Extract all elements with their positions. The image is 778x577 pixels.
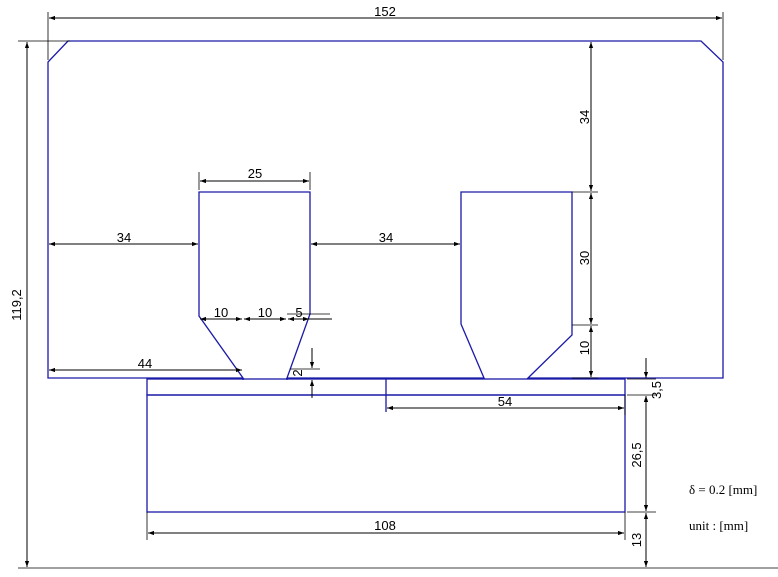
dim-13-label: 13 [629,533,644,547]
dim-10a-label: 10 [214,305,228,320]
dim-left34-label: 34 [117,230,131,245]
dim-gap34-label: 34 [379,230,393,245]
dim-108-label: 108 [374,518,396,533]
upper-block-outline [47,40,724,379]
dim-119-label: 119,2 [9,289,24,321]
dim-2-label: 2 [290,369,305,376]
base-plate [146,394,626,513]
dim-44-label: 44 [138,356,152,371]
dim-10b-label: 10 [258,305,272,320]
dim-152-label: 152 [374,4,396,19]
dim-top34-label: 34 [577,110,592,124]
unit-note: unit : [mm] [689,518,749,533]
dim-54-label: 54 [498,394,512,409]
dim-30-label: 30 [577,251,592,265]
dim-10v-label: 10 [577,341,592,355]
dim-265-label: 26,5 [629,442,644,467]
dim-5-label: 5 [295,305,302,320]
dim-35-label: 3,5 [649,381,664,399]
delta-note: δ = 0.2 [mm] [689,482,758,497]
dim-25-label: 25 [248,166,262,181]
